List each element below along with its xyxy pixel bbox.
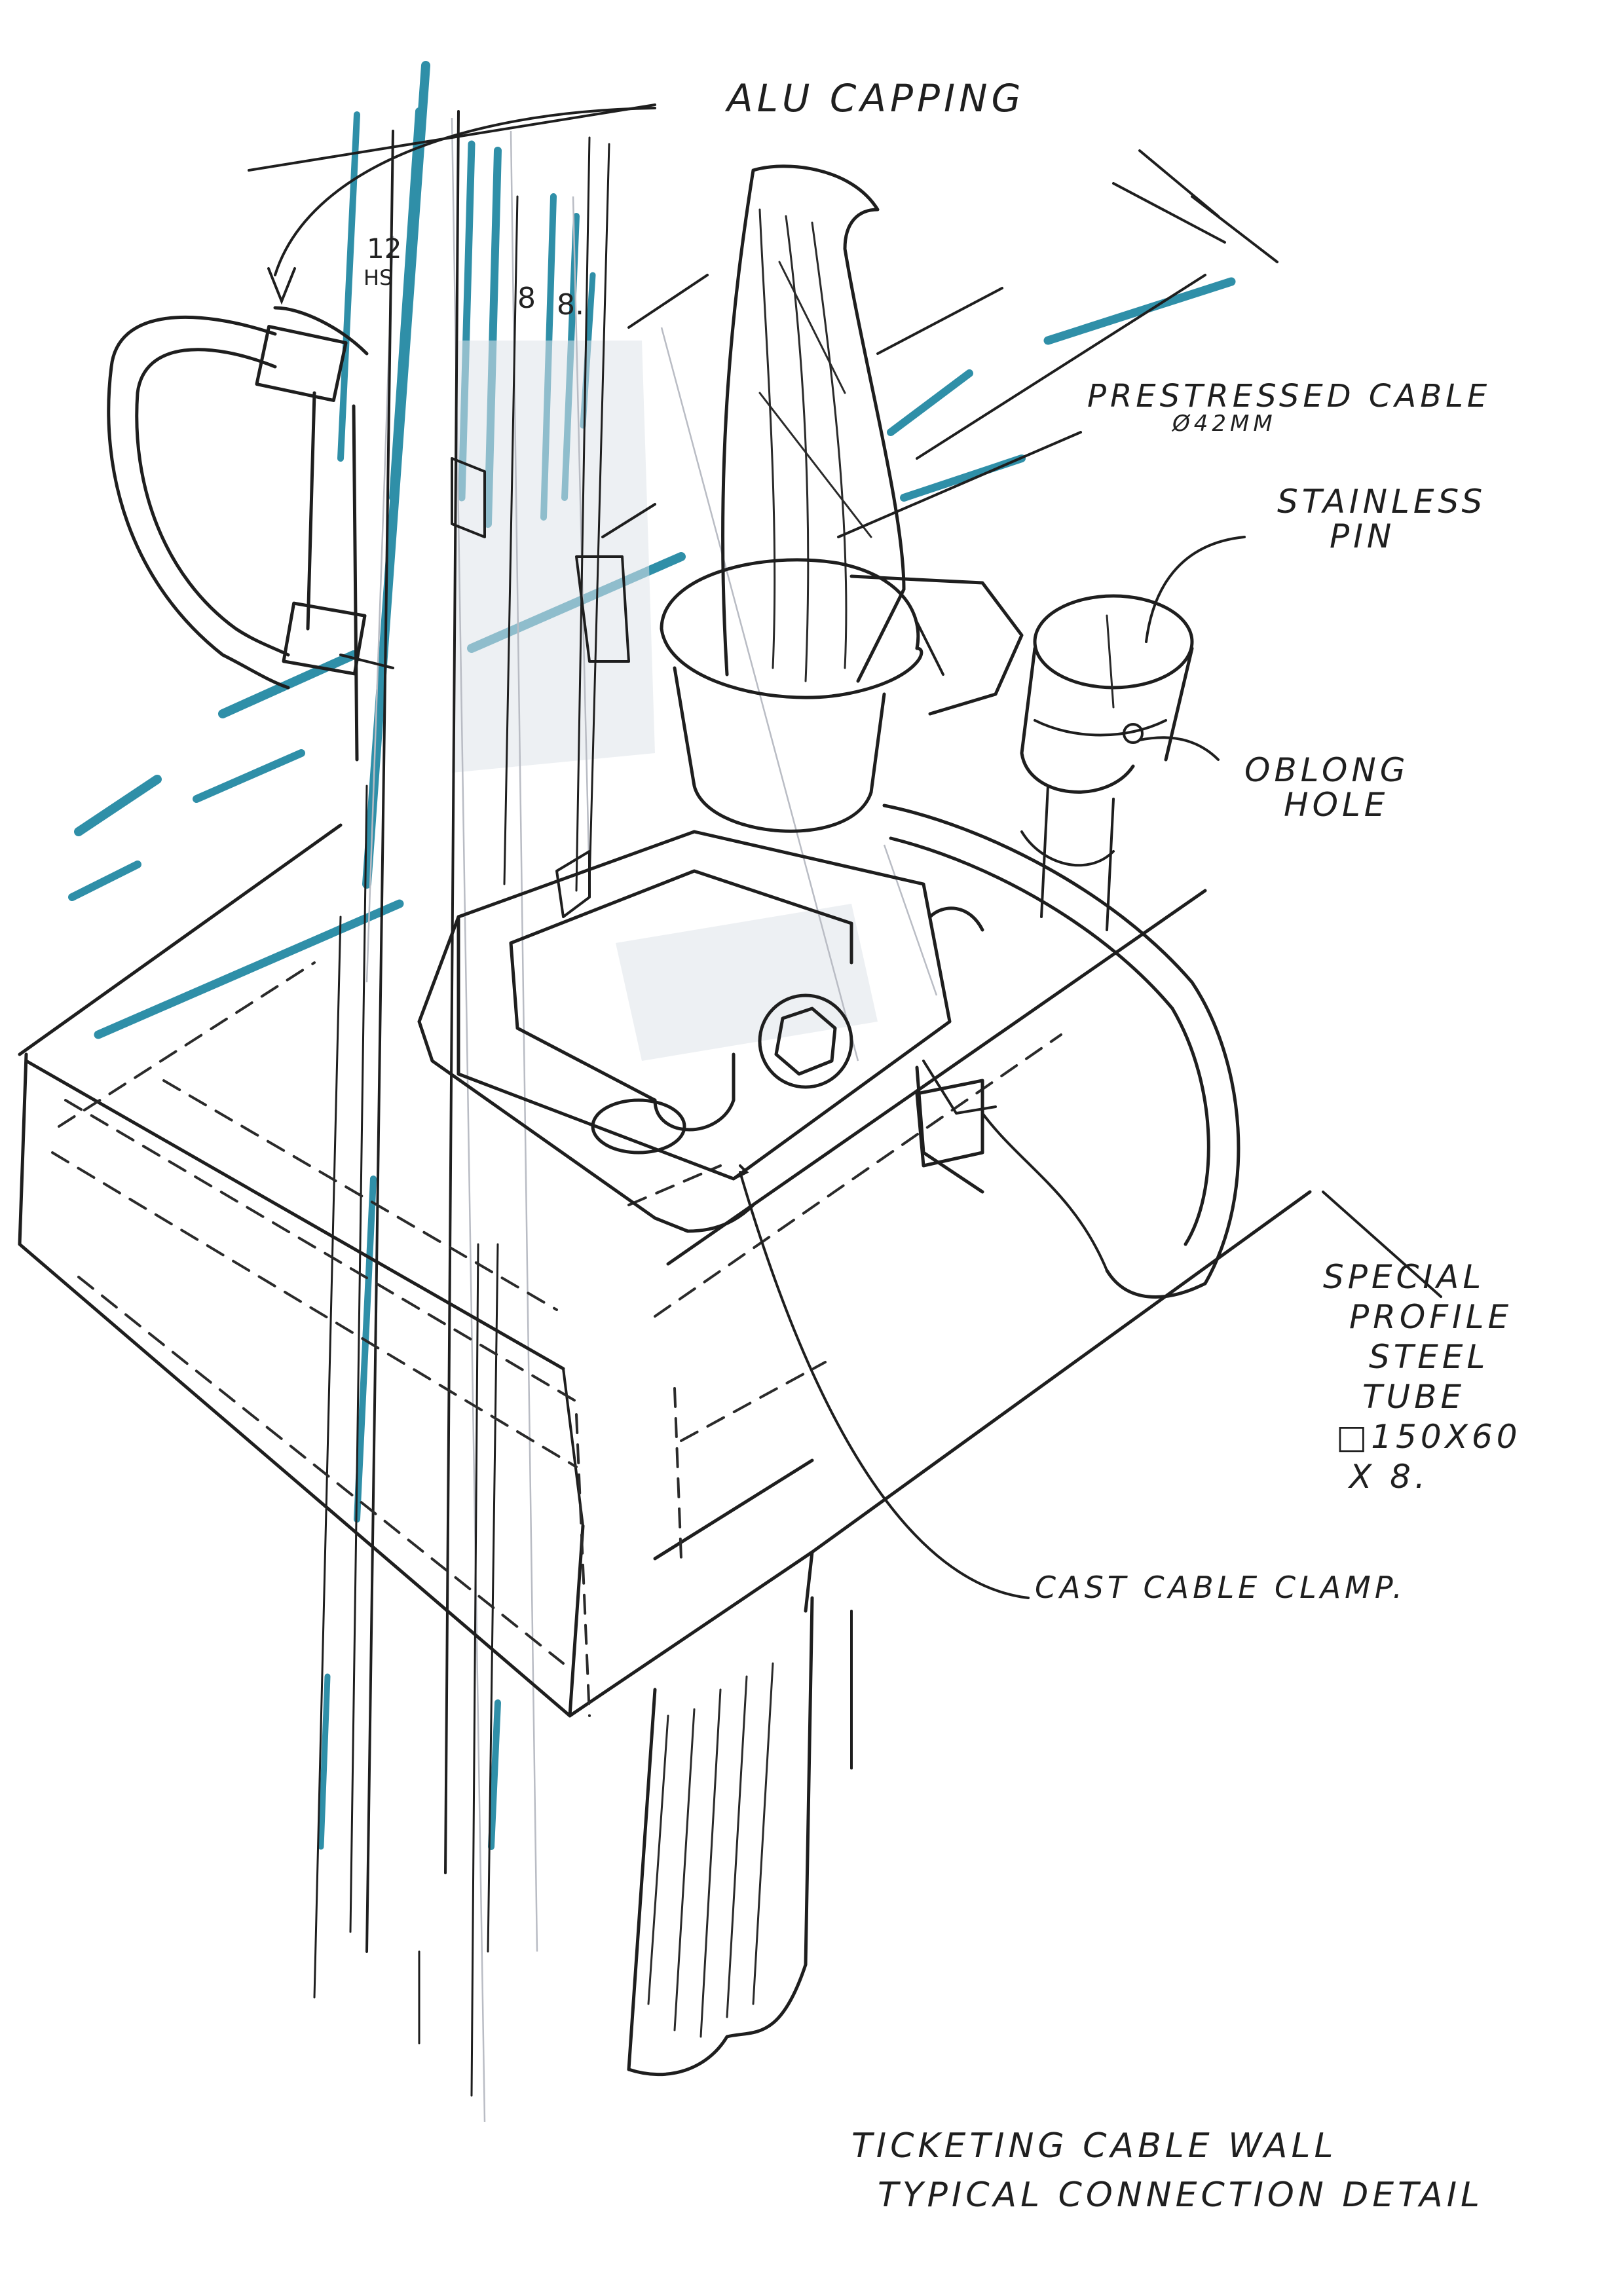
oblong-hole-label: OBLONG HOLE <box>1244 751 1409 824</box>
prestressed-cable <box>660 164 1024 833</box>
context-lines <box>248 103 1278 538</box>
drawing-title: TICKETING CABLE WALL TYPICAL CONNECTION … <box>851 2126 1484 2215</box>
strap-loop <box>882 804 1241 1299</box>
alu-capping-label: ALU CAPPING <box>727 76 1025 120</box>
steel-tube-box <box>18 823 1312 1769</box>
stainless-pin-label: STAINLESS PIN <box>1277 483 1487 555</box>
cast-cable-clamp-label: CAST CABLE CLAMP. <box>1035 1570 1406 1605</box>
pencil-construction <box>365 117 938 2122</box>
fin-dimension-b: 8. <box>557 288 584 322</box>
mullion-sub-dimension: HS <box>364 265 393 290</box>
lower-tube-leg <box>627 1596 814 2077</box>
fin-dimension-a: 8 <box>517 282 536 315</box>
prestressed-cable-label: PRESTRESSED CABLE ø42mm <box>1087 378 1491 437</box>
alu-capping-loop <box>107 306 630 762</box>
leader-lines <box>267 107 1442 1599</box>
steel-tube-label: SPECIAL PROFILE STEEL TUBE □150x60 x 8. <box>1323 1258 1521 1496</box>
mullion-lines <box>313 110 610 2097</box>
stainless-pin <box>1020 594 1194 931</box>
mullion-depth-dimension: 12 <box>367 232 402 265</box>
